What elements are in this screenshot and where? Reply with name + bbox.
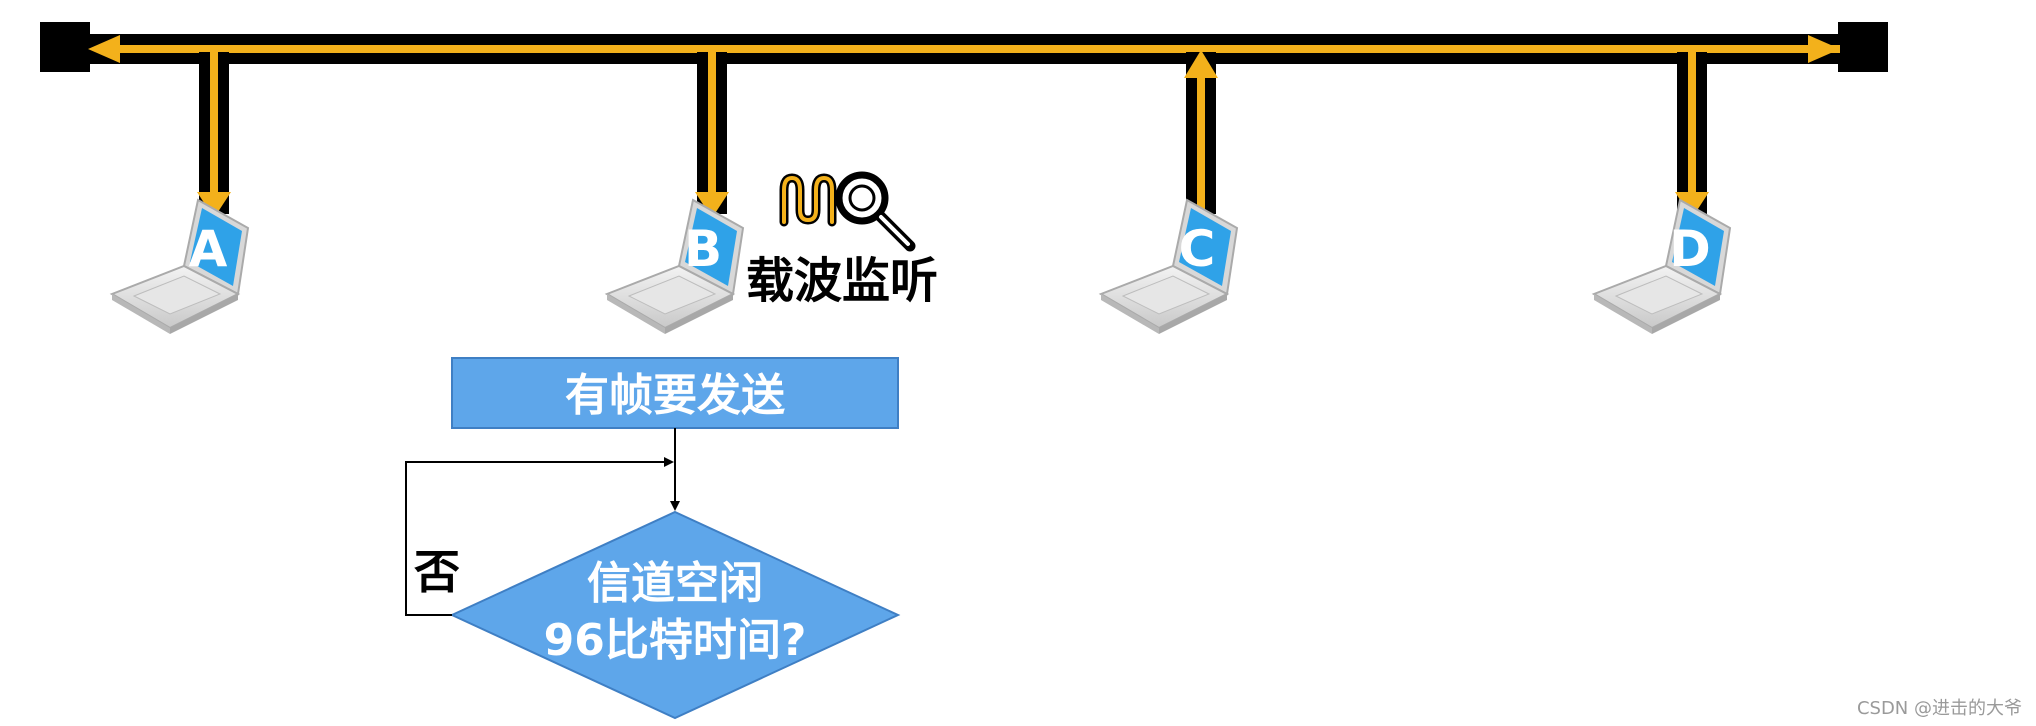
- drop-line-a: [197, 49, 231, 218]
- bus-end-right: [1838, 22, 1888, 72]
- station-b: B: [604, 198, 745, 334]
- arrow-up-icon: [1184, 50, 1218, 78]
- station-label: B: [684, 220, 722, 278]
- station-label: D: [1669, 220, 1711, 278]
- no-loop-line: [405, 457, 674, 616]
- carrier-sense-label: 载波监听: [746, 253, 938, 309]
- start-box: [451, 357, 899, 429]
- flowchart: 有帧要发送 信道空闲 96比特时间? 否: [405, 357, 901, 720]
- drop-line-c: [1184, 50, 1218, 215]
- watermark: CSDN @进击的大爷: [1856, 698, 2022, 719]
- drop-line-d: [1675, 49, 1709, 218]
- station-label: C: [1179, 220, 1216, 278]
- station-label: A: [189, 220, 228, 278]
- drop-line-b: [695, 49, 729, 218]
- no-label: 否: [414, 545, 460, 599]
- magnifier-icon: [835, 171, 916, 252]
- laptop-icon: [109, 198, 250, 334]
- decision-diamond: [449, 510, 901, 720]
- bus-arrow-left: [88, 35, 120, 63]
- arrow-down-icon: [1675, 192, 1709, 218]
- laptop-icon: [1591, 198, 1732, 334]
- station-d: D: [1591, 198, 1732, 334]
- laptop-icon: [604, 198, 745, 334]
- signal-wave-icon: [779, 173, 837, 227]
- arrow-down-icon: [197, 192, 231, 218]
- start-box-label: 有帧要发送: [565, 370, 785, 421]
- laptop-icon: [1098, 198, 1239, 334]
- bus-arrow-right: [1808, 35, 1840, 63]
- bus-signal-line: [100, 45, 1840, 53]
- bus-end-left: [40, 22, 90, 72]
- shared-bus: [40, 22, 1888, 72]
- station-a: A: [109, 198, 250, 334]
- drop-lines: [197, 49, 1709, 218]
- decision-line1: 信道空闲: [587, 558, 763, 609]
- carrier-sense: 载波监听: [746, 171, 938, 309]
- arrow-down-icon: [695, 192, 729, 218]
- decision-line2: 96比特时间?: [544, 615, 807, 666]
- station-c: C: [1098, 198, 1239, 334]
